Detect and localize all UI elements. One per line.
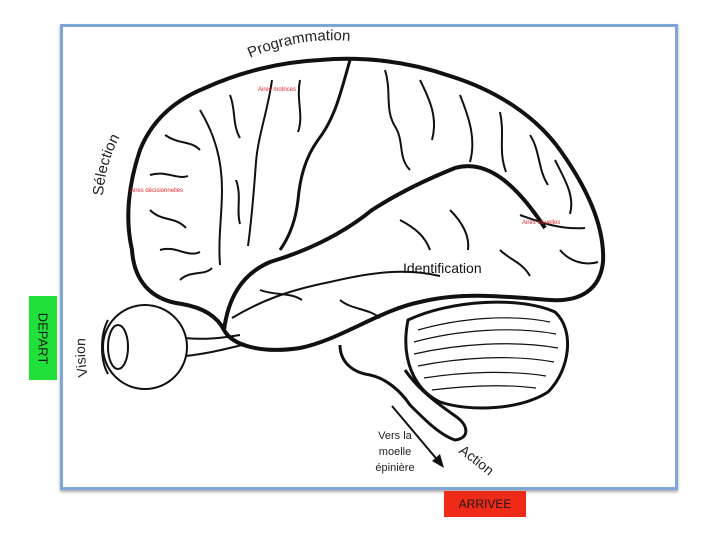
arrivee-badge: ARRIVEE xyxy=(444,491,526,517)
label-spinal-cord-line1: Vers la xyxy=(378,430,412,442)
gyri-lines xyxy=(149,69,599,319)
temporal-lobe-lower xyxy=(231,270,441,319)
precentral-sulcus xyxy=(247,79,273,247)
svg-text:Action: Action xyxy=(456,442,497,479)
label-selection: Sélection xyxy=(90,131,123,196)
label-spinal-cord: Vers la moelle épinière xyxy=(360,428,430,476)
label-aires-motrices: Aires motrices xyxy=(258,87,296,93)
frontal-sulcus xyxy=(199,109,224,266)
depart-label: DEPART xyxy=(35,312,51,364)
cerebrum-outline xyxy=(126,56,606,352)
depart-badge: DEPART xyxy=(29,296,57,380)
eye xyxy=(101,304,243,390)
svg-text:Sélection: Sélection xyxy=(90,131,123,196)
label-spinal-cord-line2: moelle xyxy=(378,446,412,458)
label-vision: Vision xyxy=(72,338,91,379)
central-sulcus xyxy=(278,59,352,251)
cerebellum-folia xyxy=(413,317,559,391)
arrivee-label: ARRIVEE xyxy=(458,497,512,511)
svg-text:Vision: Vision xyxy=(72,338,91,379)
arrow-to-spinal-cord xyxy=(391,405,444,468)
svg-text:Programmation: Programmation xyxy=(245,27,351,61)
diagram-frame xyxy=(60,24,678,490)
label-identification: Identification xyxy=(403,260,482,276)
label-aires-visuelles: Aires visuelles xyxy=(522,220,560,226)
temporal-lobe-edge xyxy=(222,164,547,331)
label-programmation: Programmation xyxy=(245,27,351,61)
label-action: Action xyxy=(456,442,497,479)
label-aires-decisionnelles: Aires décisionnelles xyxy=(130,188,183,194)
label-spinal-cord-line3: épinière xyxy=(375,462,415,474)
brainstem xyxy=(338,344,468,442)
